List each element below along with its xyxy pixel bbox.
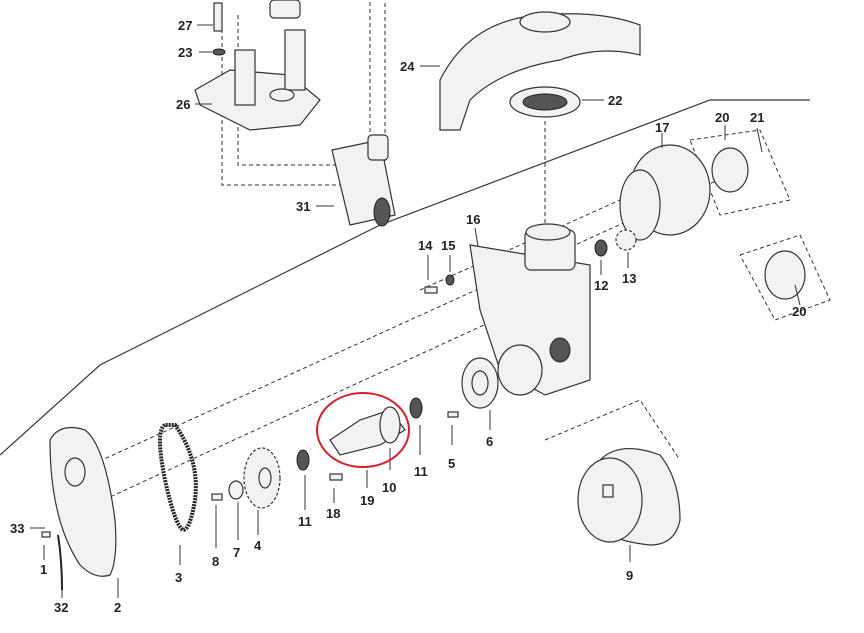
- part-16-gearbox-housing: 16: [466, 212, 591, 396]
- part-9-wheel: 9: [577, 447, 681, 583]
- label-32: 32: [54, 600, 68, 615]
- label-15: 15: [441, 238, 455, 253]
- part-13-sprocket: 13: [615, 229, 637, 286]
- label-24: 24: [400, 59, 415, 74]
- part-21-screw: 21: [750, 110, 764, 153]
- label-18: 18: [326, 506, 340, 521]
- label-6: 6: [486, 434, 493, 449]
- part-3-belt: 3: [158, 423, 198, 585]
- label-17: 17: [655, 120, 669, 135]
- label-5: 5: [448, 456, 455, 471]
- part-23-washer: 23: [178, 45, 226, 60]
- label-20-top: 20: [715, 110, 729, 125]
- part-15-washer: 15: [441, 238, 455, 286]
- part-18-key: 18: [326, 473, 343, 521]
- label-20-side: 20: [792, 304, 806, 319]
- label-11-right: 11: [414, 464, 428, 479]
- part-14-bolt: 14: [418, 238, 438, 294]
- part-6-gasket: 6: [461, 357, 499, 449]
- label-19: 19: [360, 493, 374, 508]
- part-12-bearing: 12: [594, 239, 608, 293]
- part-20-cover-side: 20: [764, 250, 806, 319]
- label-33: 33: [10, 521, 24, 536]
- part-11-bearing-left: 11: [296, 449, 312, 529]
- label-11-left: 11: [298, 514, 312, 529]
- part-1-pin: 1: [40, 545, 47, 577]
- assembly-outline: [0, 0, 831, 521]
- highlight-circle: [316, 392, 410, 468]
- label-4: 4: [254, 538, 262, 553]
- label-31: 31: [296, 199, 310, 214]
- label-26: 26: [176, 97, 190, 112]
- part-25-spring: [269, 0, 301, 19]
- label-8: 8: [212, 554, 219, 569]
- label-1: 1: [40, 562, 47, 577]
- label-16: 16: [466, 212, 480, 227]
- label-22: 22: [608, 93, 622, 108]
- part-33-screw: 33: [10, 521, 51, 538]
- label-23: 23: [178, 45, 192, 60]
- part-32-spring-pin: 32: [54, 534, 68, 615]
- label-2: 2: [114, 600, 121, 615]
- part-31-caster-module: 31: [296, 134, 396, 227]
- part-17-motor: 17: [619, 120, 711, 241]
- part-10-shaft: 10: [329, 406, 406, 495]
- part-19-key: 19: [360, 470, 374, 508]
- part-26-bracket: 26: [176, 29, 321, 131]
- part-24-yoke: 24: [400, 11, 641, 131]
- label-13: 13: [622, 271, 636, 286]
- part-11-bearing-right: 11: [409, 397, 428, 479]
- label-10: 10: [382, 480, 396, 495]
- part-27-bolt: 27: [178, 2, 223, 33]
- part-2-cover: 2: [49, 427, 121, 615]
- label-9: 9: [626, 568, 633, 583]
- label-21: 21: [750, 110, 764, 125]
- label-14: 14: [418, 238, 433, 253]
- label-12: 12: [594, 278, 608, 293]
- label-27: 27: [178, 18, 192, 33]
- part-20-cover-top: 20: [711, 110, 749, 193]
- part-4-sprocket: 4: [243, 447, 281, 553]
- part-8-bolt: 8: [211, 493, 223, 569]
- part-7-washer: 7: [228, 480, 244, 560]
- label-3: 3: [175, 570, 182, 585]
- label-7: 7: [233, 545, 240, 560]
- part-22-bearing: 22: [509, 86, 622, 118]
- part-5-screw: 5: [447, 411, 459, 471]
